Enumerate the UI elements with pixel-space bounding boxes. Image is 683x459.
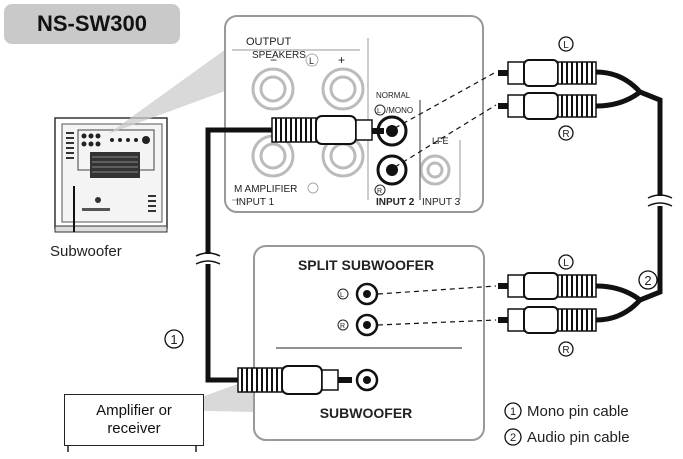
mono-cable-break <box>195 252 221 265</box>
normal-label: NORMAL <box>376 91 411 100</box>
lfe-label: LFE <box>432 136 449 146</box>
speakers-label: SPEAKERS <box>252 50 306 61</box>
plug-r-top-mark: R <box>562 129 569 140</box>
plug-l-bottom-mark: L <box>563 258 569 269</box>
amplifier-line-2: receiver <box>107 420 161 437</box>
split-right-mark: R <box>340 323 345 330</box>
mono-plug-bottom <box>237 365 352 395</box>
plug-r-bottom-mark: R <box>562 345 569 356</box>
speaker-plus: + <box>338 53 345 67</box>
input1-label: INPUT 1 <box>236 197 275 208</box>
r-mark-top: R <box>377 188 382 195</box>
subwoofer-label: Subwoofer <box>50 243 122 260</box>
callout-two: 2 <box>644 273 651 288</box>
top-panel <box>224 15 484 213</box>
amplifier-base <box>67 445 197 452</box>
speaker-left-mark: L <box>309 56 314 66</box>
legend-num-1: 1 <box>510 406 516 418</box>
audio-cable-break <box>647 194 673 207</box>
audio-plug-bottom-l <box>498 272 597 300</box>
output-label: OUTPUT <box>246 36 292 48</box>
amplifier-label-panel: M AMPLIFIER <box>234 184 297 195</box>
legend-num-2: 2 <box>510 432 516 444</box>
speaker-minus: − <box>270 53 277 67</box>
split-subwoofer-label: SUBWOOFER <box>320 405 413 421</box>
audio-plug-top-l <box>498 59 597 87</box>
top-panel-callout <box>108 36 244 134</box>
amplifier-box: Amplifier or receiver <box>64 394 204 446</box>
amplifier-line-1: Amplifier or <box>96 402 172 419</box>
legend-text-2: Audio pin cable <box>527 429 630 446</box>
plug-l-top-mark: L <box>563 40 569 51</box>
split-left-mark: L <box>340 292 344 299</box>
split-title: SPLIT SUBWOOFER <box>298 257 434 273</box>
subwoofer-unit <box>54 117 168 233</box>
callout-one: 1 <box>170 332 177 347</box>
input3-label: INPUT 3 <box>422 197 461 208</box>
audio-plug-top-r <box>498 92 597 120</box>
mono-plug-top <box>271 115 384 145</box>
dashed-leaders <box>377 71 497 326</box>
lmono-label: /MONO <box>386 106 413 115</box>
input2-label: INPUT 2 <box>376 197 415 208</box>
legend-text-1: Mono pin cable <box>527 403 629 420</box>
lmono-circle: L <box>377 108 381 115</box>
audio-plug-bottom-r <box>498 306 597 334</box>
model-badge: NS-SW300 <box>4 4 180 44</box>
